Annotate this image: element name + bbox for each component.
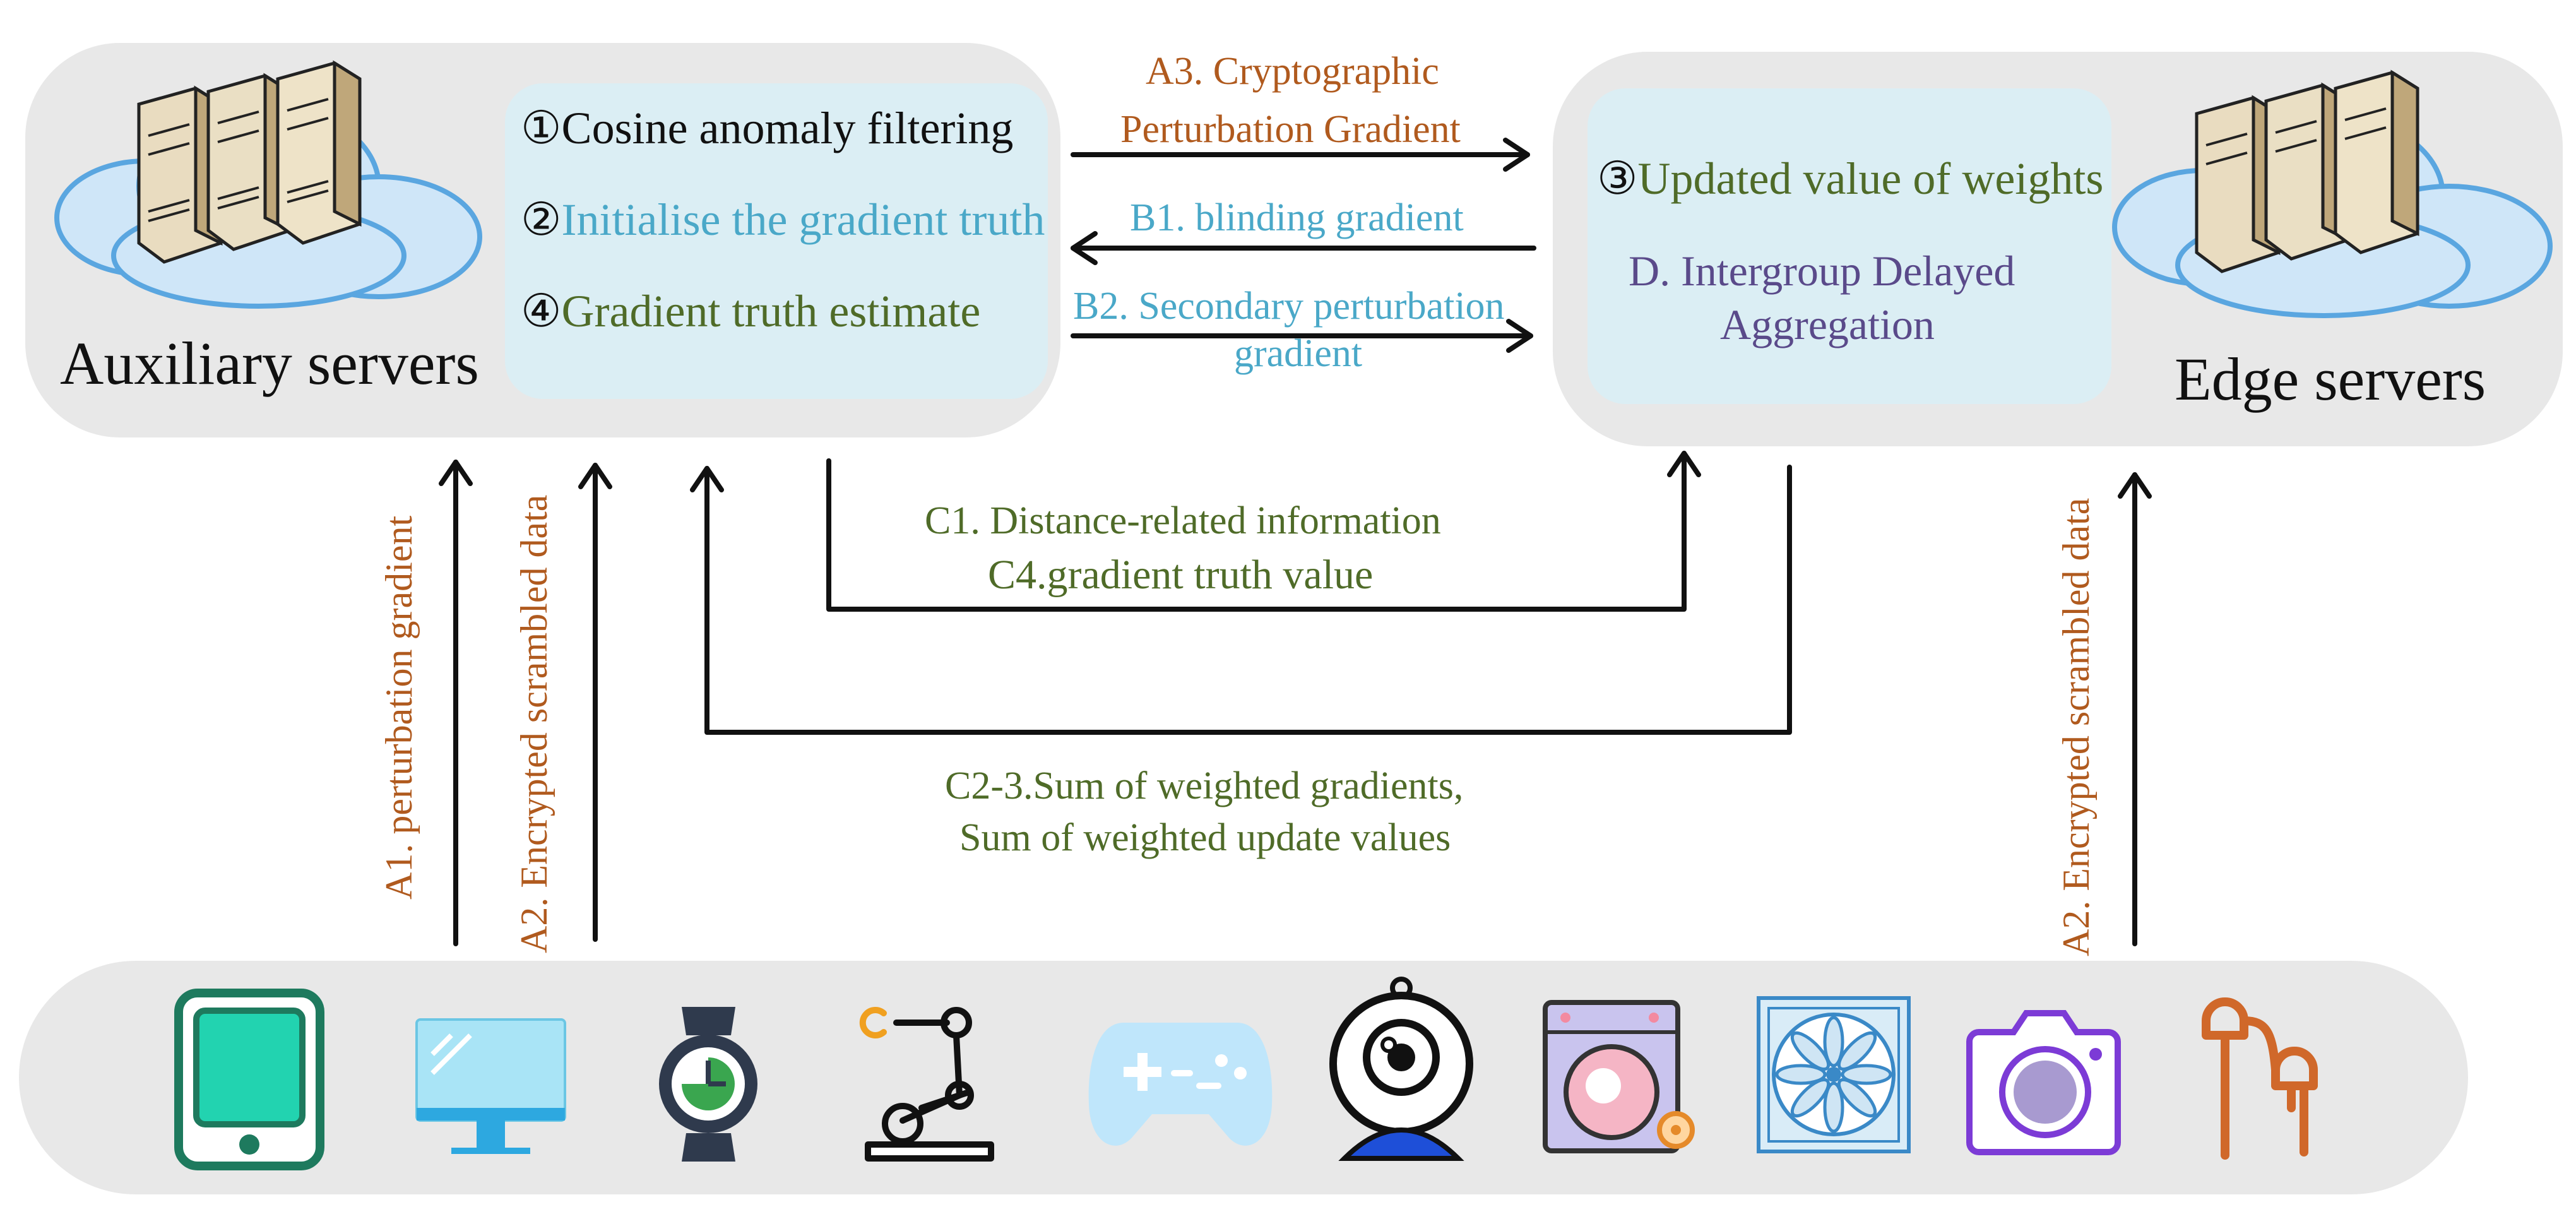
auxiliary-steps-box <box>505 83 1048 399</box>
earphones-icon <box>2190 994 2348 1162</box>
washing-machine-icon <box>1540 997 1695 1158</box>
b2-label-line1: B2. Secondary perturbation <box>1073 285 1505 328</box>
a2-left-label: A2. Encrypted scrambled data <box>513 494 555 953</box>
aux-step-4: ④Gradient truth estimate <box>521 284 980 338</box>
step-2-marker: ② <box>521 194 562 245</box>
c23-label-line2: Sum of weighted update values <box>959 816 1451 859</box>
edge-steps-box <box>1588 88 2111 404</box>
b1-label: B1. blinding gradient <box>1130 196 1464 239</box>
step-4-text: Gradient truth estimate <box>561 286 981 336</box>
step-1-marker: ① <box>521 103 562 153</box>
auxiliary-server-cloud-icon <box>50 54 492 319</box>
a3-label-line1: A3. Cryptographic <box>1146 50 1439 93</box>
step-1-text: Cosine anomaly filtering <box>561 103 1014 153</box>
step-3-marker: ③ <box>1597 153 1638 204</box>
a3-label-line2: Perturbation Gradient <box>1120 108 1461 151</box>
smartwatch-icon <box>656 1001 761 1168</box>
c4-label: C4.gradient truth value <box>988 552 1374 598</box>
auxiliary-servers-label: Auxiliary servers <box>60 330 479 397</box>
c23-arrow <box>704 465 1792 735</box>
aux-step-2: ②Initialise the gradient truth <box>521 193 1045 246</box>
edge-step-3: ③Updated value of weights <box>1597 152 2103 205</box>
robot-arm-icon <box>858 994 1000 1165</box>
aux-step-1: ①Cosine anomaly filtering <box>521 101 1013 155</box>
c1-label: C1. Distance-related information <box>925 499 1441 542</box>
step-3-text: Updated value of weights <box>1637 153 2104 204</box>
edge-server-cloud-icon <box>2108 63 2563 328</box>
edge-step-d-line1: D. Intergroup Delayed <box>1629 247 2015 295</box>
camera-icon <box>1963 1001 2124 1155</box>
edge-step-d-line2: Aggregation <box>1720 300 1935 348</box>
gamepad-icon <box>1086 1010 1275 1162</box>
monitor-icon <box>413 1016 568 1158</box>
step-4-marker: ④ <box>521 286 562 336</box>
c23-label-line1: C2-3.Sum of weighted gradients, <box>945 764 1464 807</box>
a2-right-label: A2. Encrypted scrambled data <box>2055 497 2097 956</box>
a1-label: A1. perturbation gradient <box>378 515 420 900</box>
edge-servers-label: Edge servers <box>2175 345 2486 413</box>
tablet-icon <box>174 988 325 1171</box>
b2-label-line2: gradient <box>1234 332 1363 375</box>
c1-c4-arrow <box>826 451 1687 612</box>
webcam-icon <box>1329 975 1474 1168</box>
step-2-text: Initialise the gradient truth <box>561 194 1045 245</box>
fan-icon <box>1755 994 1913 1155</box>
